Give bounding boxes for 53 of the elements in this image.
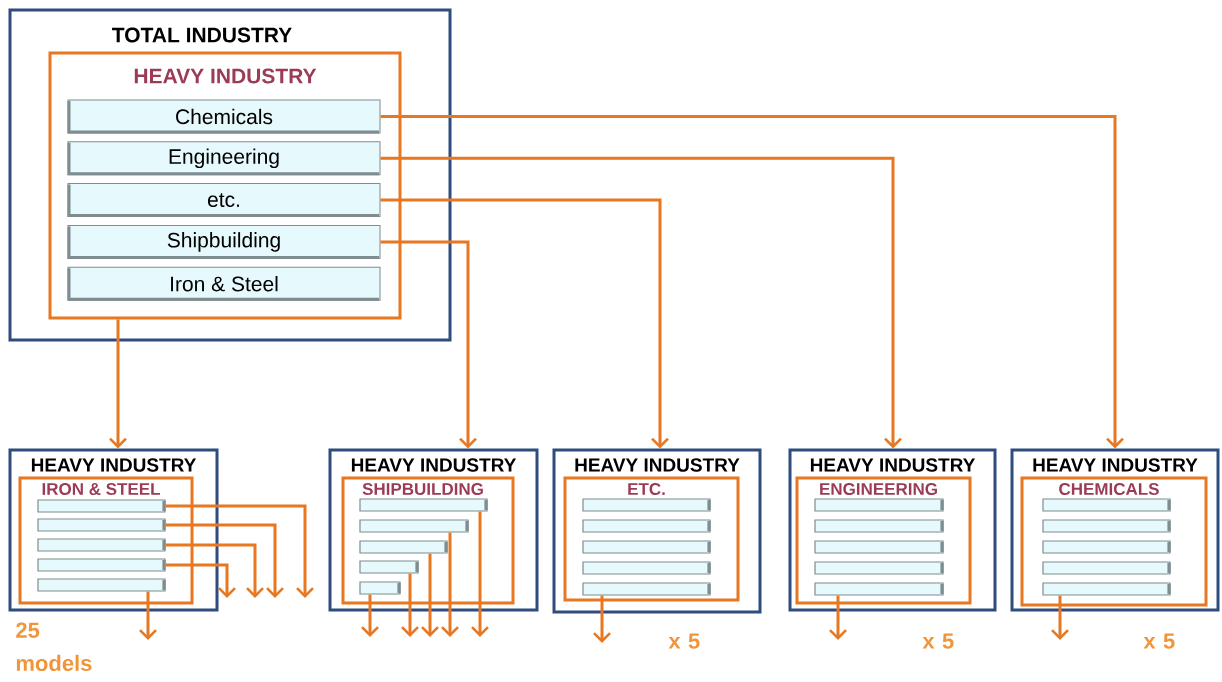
bar	[582, 498, 711, 512]
arrow	[139, 591, 157, 640]
bar	[582, 582, 711, 596]
bar	[582, 561, 711, 575]
bar	[37, 538, 166, 552]
arrow	[380, 115, 1124, 449]
bar	[359, 560, 419, 574]
arrow	[109, 319, 127, 449]
sector-bar: Shipbuilding	[67, 224, 381, 259]
arrow	[471, 511, 489, 637]
bar	[1042, 561, 1171, 575]
bar	[814, 582, 944, 596]
count-label: x 5	[922, 633, 954, 649]
count-label: x 5	[668, 633, 700, 649]
bar	[37, 499, 166, 513]
bar	[37, 558, 166, 572]
bar	[359, 540, 448, 554]
arrow	[165, 543, 264, 598]
bar	[582, 540, 711, 554]
sector-bar: Engineering	[67, 141, 381, 176]
bar	[814, 540, 944, 554]
arrow	[401, 573, 419, 637]
bar	[37, 518, 166, 532]
arrow	[380, 156, 902, 449]
count-label: x 5	[1143, 633, 1175, 649]
arrow	[829, 595, 847, 640]
arrow	[1051, 595, 1069, 640]
sector-box: ETC.	[563, 476, 740, 602]
bar	[1042, 519, 1171, 533]
sector-bar: etc.	[67, 183, 381, 218]
arrow	[380, 198, 669, 449]
sector-bar: Chemicals	[67, 99, 381, 134]
arrow	[165, 563, 236, 598]
arrow	[593, 595, 611, 643]
bar	[1042, 582, 1171, 596]
arrow	[441, 532, 459, 637]
bar	[582, 519, 711, 533]
bar	[359, 498, 488, 512]
sector-bar: Iron & Steel	[67, 266, 381, 301]
bar	[359, 519, 469, 533]
bar	[814, 498, 944, 512]
arrow	[165, 504, 314, 598]
bar	[1042, 540, 1171, 554]
bar	[814, 519, 944, 533]
bar	[359, 581, 401, 595]
bar	[37, 578, 166, 592]
bar	[1042, 498, 1171, 512]
arrow	[361, 594, 379, 637]
bar	[814, 561, 944, 575]
arrow	[380, 240, 477, 449]
count-label: 25 models	[16, 622, 92, 671]
arrow	[421, 553, 439, 637]
arrow	[165, 523, 284, 598]
